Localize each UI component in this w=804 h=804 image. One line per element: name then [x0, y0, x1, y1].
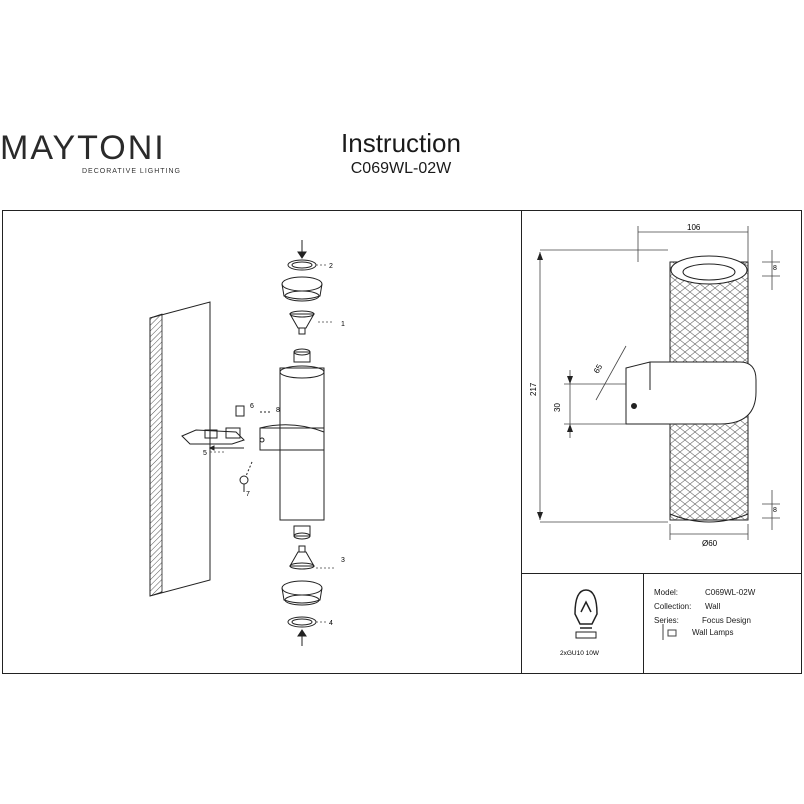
spec-model-value: C069WL-02W — [705, 588, 756, 597]
dimension-arrows — [537, 252, 573, 520]
callout-6: 6 — [250, 403, 254, 410]
spec-model-label: Model: — [654, 588, 679, 597]
spec-collection-value: Wall — [705, 602, 721, 611]
callout-2: 2 — [329, 263, 333, 270]
dim-bracket-depth: 65 — [592, 362, 605, 375]
spec-type-value: Wall Lamps — [692, 628, 734, 637]
brand-name: MAYTONI — [0, 129, 166, 167]
dim-bottom-inset: 8 — [773, 507, 777, 514]
document-title: Instruction — [341, 128, 461, 158]
dim-diameter: Ø60 — [702, 539, 718, 548]
brand-logo: MAYTONI DECORATIVE LIGHTING — [0, 128, 182, 180]
lamp-elevation — [625, 255, 757, 523]
callout-1: 1 — [341, 321, 345, 328]
brand-tagline: DECORATIVE LIGHTING — [82, 168, 181, 175]
callout-7: 7 — [246, 491, 250, 498]
dim-width: 106 — [687, 223, 701, 232]
lamp-body — [259, 365, 325, 521]
wall-lamp-icon — [662, 624, 677, 640]
callout-4: 4 — [329, 620, 333, 627]
callout-lines — [210, 264, 336, 623]
panel-divider-spec — [643, 573, 644, 674]
dim-height: 217 — [529, 382, 538, 396]
panel-divider-horizontal — [521, 573, 802, 574]
instruction-frame — [2, 210, 802, 674]
callout-5: 5 — [203, 450, 207, 457]
dim-top-inset: 8 — [773, 265, 777, 272]
spec-series-label: Series: — [654, 616, 679, 625]
callout-3: 3 — [341, 557, 345, 564]
spec-series-value: Focus Design — [702, 616, 751, 625]
dim-bracket-height: 30 — [553, 403, 562, 412]
callout-8: 8 — [276, 407, 280, 414]
bulb-label: 2xGU10 10W — [560, 650, 600, 657]
model-code: C069WL-02W — [350, 160, 452, 177]
bracket-parts — [181, 405, 272, 492]
wall-slab — [149, 301, 211, 597]
panel-divider-vertical — [521, 210, 522, 674]
bottom-components — [281, 525, 323, 646]
bulb-icon — [574, 589, 598, 639]
spec-collection-label: Collection: — [654, 602, 692, 611]
